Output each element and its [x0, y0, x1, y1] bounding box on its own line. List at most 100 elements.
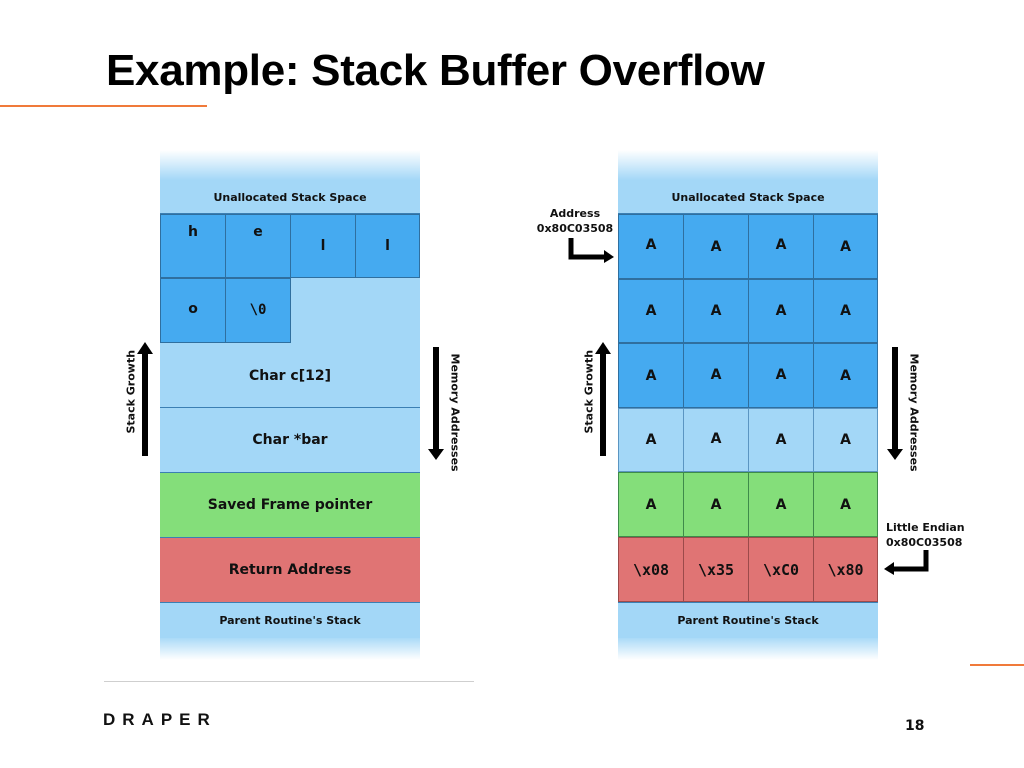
cell-value: A [775, 236, 787, 253]
memory-addresses-arrow-icon [887, 347, 903, 460]
right-stack-diagram: Unallocated Stack Space A A A A A A A A … [618, 150, 878, 660]
address-value: 0x80C03508 [536, 222, 614, 235]
right-accent-line [970, 664, 1024, 666]
cell-value: A [775, 366, 787, 383]
overflow-cell: A [683, 343, 749, 408]
cell-value: o [188, 300, 198, 317]
little-endian-pointer-arrow-icon [884, 550, 929, 575]
buffer-row-2: o \0 [160, 278, 420, 343]
left-stack-diagram: Unallocated Stack Space h e l l o \0 Cha… [160, 150, 420, 660]
saved-frame-pointer-region: Saved Frame pointer [160, 472, 420, 537]
overflow-cell: A [618, 279, 684, 343]
overflow-cell: A [813, 214, 878, 279]
overflow-row-6: \x08 \x35 \xC0 \x80 [618, 537, 878, 602]
stack-top-fade [160, 150, 420, 180]
char-bar-region: Char *bar [160, 408, 420, 472]
stack-top-fade [618, 150, 878, 180]
overflow-cell: A [683, 472, 749, 537]
overflow-cell: A [683, 408, 749, 472]
overflow-cell: A [748, 343, 814, 408]
stack-growth-label: Stack Growth [582, 349, 596, 434]
overflow-row-1: A A A A [618, 214, 878, 279]
overflow-row-3: A A A A [618, 343, 878, 408]
cell-value: A [840, 303, 851, 319]
unallocated-stack-space: Unallocated Stack Space [618, 180, 878, 214]
cell-value: A [645, 367, 657, 384]
stack-growth-arrow-icon [595, 342, 611, 456]
cell-value: A [645, 432, 657, 448]
cell-value: \x80 [827, 560, 864, 579]
stack-growth-arrow-icon [137, 342, 153, 456]
overflow-cell: A [618, 343, 684, 408]
cell-value: \x35 [697, 560, 735, 579]
overflow-row-4: A A A A [618, 408, 878, 472]
cell-value: A [840, 432, 851, 448]
parent-routine-stack: Parent Routine's Stack [618, 602, 878, 638]
cell-value: A [645, 303, 657, 319]
overflow-cell: A [813, 279, 878, 343]
parent-routine-label: Parent Routine's Stack [677, 614, 819, 627]
cell-value: A [710, 431, 722, 447]
stack-bottom-fade [618, 636, 878, 660]
overflow-row-5: A A A A [618, 472, 878, 537]
cell-value: A [840, 238, 851, 255]
address-label: Address [549, 207, 601, 220]
buffer-row-1: h e l l [160, 214, 420, 278]
divider [160, 407, 420, 408]
char-c-region: Char c[12] [160, 343, 420, 408]
overflow-cell: A [813, 408, 878, 472]
logo-text: DRAPER [103, 710, 217, 729]
overflow-cell: A [748, 472, 814, 537]
divider [618, 213, 878, 214]
return-address-region: Return Address [160, 537, 420, 602]
cell-value: A [775, 303, 787, 319]
char-bar-label: Char *bar [252, 432, 328, 448]
cell-value: A [840, 367, 851, 384]
overflow-cell: \x35 [683, 537, 749, 602]
overflow-cell: A [813, 472, 878, 537]
little-endian-value: 0x80C03508 [886, 536, 963, 549]
cell-value: A [645, 496, 657, 513]
title-underline [0, 105, 207, 107]
stack-growth-label: Stack Growth [124, 349, 138, 434]
draper-logo: DRAPER [103, 710, 217, 730]
cell-value: e [253, 224, 263, 240]
overflow-cell: A [748, 214, 814, 279]
unallocated-label: Unallocated Stack Space [671, 190, 825, 204]
overflow-cell: A [813, 343, 878, 408]
cell-value: h [188, 224, 198, 240]
buffer-cell: l [290, 214, 356, 278]
cell-value: A [710, 366, 722, 383]
page-number: 18 [905, 718, 925, 734]
overflow-row-2: A A A A [618, 279, 878, 343]
overflow-cell: A [748, 279, 814, 343]
slide-title: Example: Stack Buffer Overflow [106, 46, 765, 95]
overflow-cell: \x80 [813, 537, 878, 602]
footer-divider [104, 681, 474, 682]
cell-value: \x08 [632, 560, 670, 579]
unallocated-stack-space: Unallocated Stack Space [160, 180, 420, 214]
address-annotation: Address 0x80C03508 [530, 206, 620, 236]
memory-addresses-label: Memory Addresses [448, 353, 462, 472]
cell-value: A [840, 496, 851, 513]
cell-value: l [385, 238, 390, 254]
memory-addresses-arrow-icon [428, 347, 444, 460]
cell-value: \0 [249, 301, 267, 318]
overflow-cell: A [618, 408, 684, 472]
buffer-cell: o [160, 278, 226, 343]
buffer-cell: h [160, 214, 226, 278]
parent-routine-stack: Parent Routine's Stack [160, 602, 420, 638]
overflow-cell: \x08 [618, 537, 684, 602]
cell-value: A [710, 496, 722, 513]
cell-value: A [775, 432, 787, 448]
cell-value: A [645, 236, 657, 253]
address-pointer-arrow-icon [568, 238, 614, 263]
overflow-cell: \xC0 [748, 537, 814, 602]
parent-routine-label: Parent Routine's Stack [219, 614, 361, 627]
divider [160, 213, 420, 214]
cell-value: \xC0 [762, 560, 800, 579]
cell-value: A [775, 496, 787, 513]
char-c-label: Char c[12] [248, 367, 332, 384]
cell-value: A [710, 238, 722, 255]
saved-frame-pointer-label: Saved Frame pointer [207, 497, 373, 513]
